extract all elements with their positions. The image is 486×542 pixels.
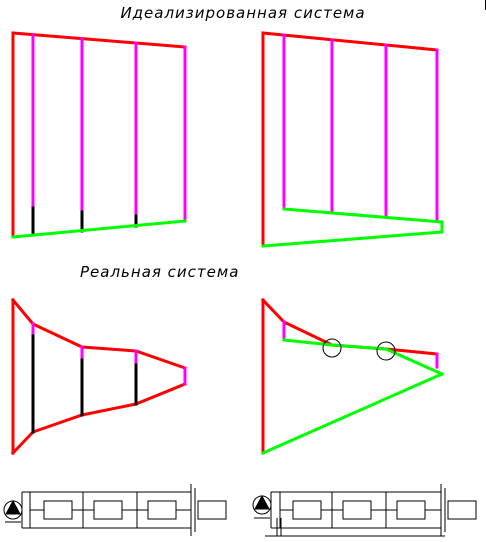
ideal-left-panel (11, 31, 187, 239)
real-left-panel (10, 297, 187, 456)
valve-box-5 (292, 500, 322, 520)
ideal-right-base (261, 230, 444, 248)
valve-box-7 (396, 500, 426, 520)
pump-right-triangle (254, 494, 270, 510)
real-right-lower-beam (282, 338, 444, 376)
contact-circle-2 (376, 341, 396, 361)
real-left-upper-curve (10, 297, 187, 370)
real-right-panel (260, 297, 444, 455)
valve-box-3 (147, 500, 177, 520)
valve-box-4 (197, 500, 227, 520)
hydraulic-scheme-left (3, 484, 227, 536)
real-system-title: Реальная система (80, 263, 240, 281)
valve-box-8 (447, 500, 477, 520)
ideal-right-panel (261, 31, 444, 248)
ideal-system-title: Идеализированная система (120, 4, 366, 22)
ideal-left-base (11, 219, 187, 239)
valve-box-1 (43, 500, 73, 520)
real-left-lower-curve (10, 382, 187, 456)
contact-circle-1 (322, 338, 342, 358)
ideal-right-top-beam (261, 31, 439, 52)
pump-left-triangle (5, 499, 21, 515)
hydraulic-scheme-right (252, 484, 477, 537)
ideal-left-top-beam (11, 31, 187, 49)
valve-box-2 (93, 500, 123, 520)
ideal-right-lower-beam (282, 207, 444, 224)
valve-box-6 (342, 500, 372, 520)
real-right-base (261, 372, 444, 455)
